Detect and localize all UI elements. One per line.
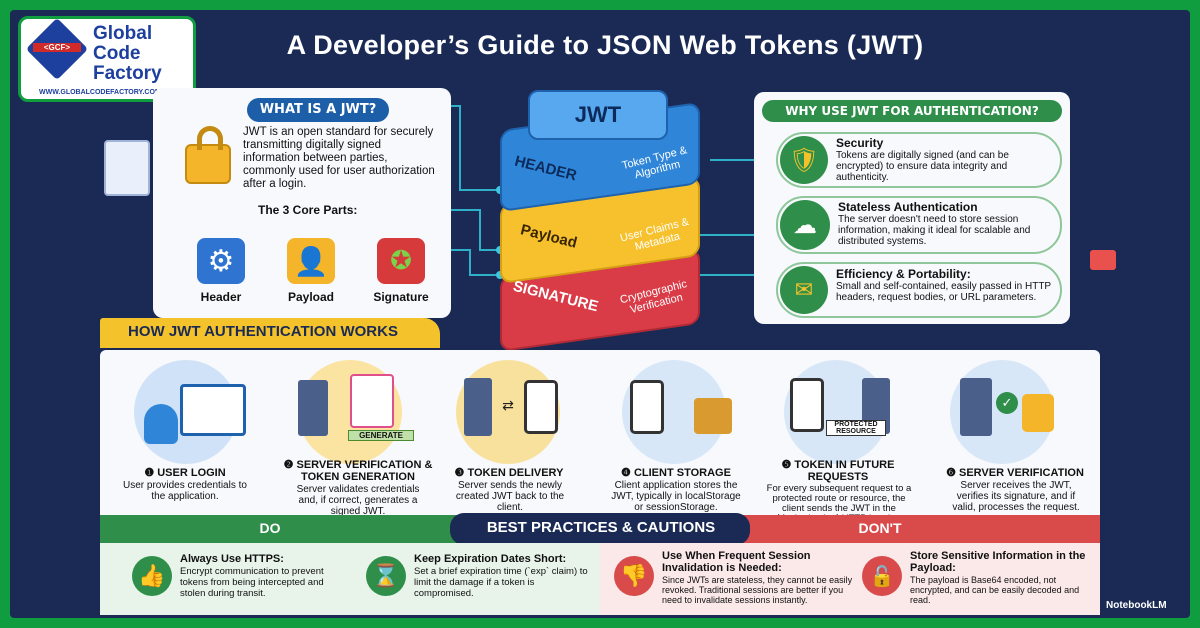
step2-text: Server validates credentials and, if cor… — [296, 484, 420, 517]
step3-text: Server sends the newly created JWT back … — [455, 480, 565, 513]
do-panel — [100, 543, 600, 615]
why-item-security — [776, 132, 1062, 188]
step1-text: User provides credentials to the applica… — [123, 480, 247, 502]
cloud-database-icon: ☁ — [780, 200, 830, 250]
brand-logo: <GCF> Global Code Factory WWW.GLOBALCODE… — [18, 16, 196, 102]
best-title-banner — [450, 513, 750, 545]
why-item-efficiency — [776, 262, 1062, 318]
core-parts-label: The 3 Core Parts: — [258, 203, 358, 217]
step6-title: ❻ SERVER VERIFICATION — [946, 467, 1084, 479]
how-title-banner — [100, 318, 440, 348]
step2-title: ❷ SERVER VERIFICATION & TOKEN GENERATION — [283, 459, 433, 483]
part-label-payload: Payload — [287, 290, 335, 304]
server-icon — [298, 380, 328, 436]
brand-line3: Factory — [93, 63, 162, 84]
payload-part-icon: 👤 — [287, 238, 335, 284]
why-efficiency-title: Efficiency & Portability: — [836, 267, 971, 281]
thumbs-up-icon: 👍 — [132, 556, 172, 596]
dont2-text: The payload is Base64 encoded, not encry… — [910, 575, 1080, 605]
part-label-signature: Signature — [373, 290, 429, 304]
dont-label: DON'T — [858, 520, 902, 536]
why-item-stateless — [776, 196, 1062, 254]
warning-chip-icon — [1090, 250, 1116, 270]
step4-title: ❹ CLIENT STORAGE — [621, 467, 731, 479]
header-part-icon: ⚙ — [197, 238, 245, 284]
hourglass-icon: ⌛ — [366, 556, 406, 596]
why-security-text: Tokens are digitally signed (and can be … — [836, 150, 1009, 183]
jwt-stack: JWT HEADER Token Type & Algorithm Payloa… — [498, 90, 708, 353]
tablet-icon-2 — [630, 380, 664, 434]
dont1-text: Since JWTs are stateless, they cannot be… — [662, 575, 853, 605]
step3-title: ❸ TOKEN DELIVERY — [454, 467, 564, 479]
stack-top-label: JWT — [574, 102, 622, 127]
tablet-icon-3 — [790, 378, 824, 432]
do2-title: Keep Expiration Dates Short: — [414, 553, 567, 565]
login-screen-icon — [180, 384, 246, 436]
document-icon — [104, 140, 150, 196]
infographic: <GCF> Global Code Factory WWW.GLOBALCODE… — [10, 10, 1190, 618]
lock-icon — [185, 144, 231, 184]
do1-text: Encrypt communication to prevent tokens … — [180, 566, 324, 599]
user-icon — [144, 404, 178, 444]
page-title: A Developer’s Guide to JSON Web Tokens (… — [286, 30, 924, 60]
brand-line1: Global — [93, 23, 153, 44]
step1-title: ❶ USER LOGIN — [144, 467, 226, 479]
why-efficiency-text: Small and self-contained, easily passed … — [836, 281, 1051, 303]
what-title: WHAT IS A JWT? — [247, 98, 389, 122]
what-is-jwt-panel: WHAT IS A JWT? JWT is an open standard f… — [153, 88, 451, 318]
tablet-icon — [524, 380, 558, 434]
dont2-title: Store Sensitive Information in the Paylo… — [910, 550, 1086, 574]
exchange-arrows-icon: ⇄ — [502, 398, 514, 414]
why-jwt-panel: WHY USE JWT FOR AUTHENTICATION? 🛡 Securi… — [754, 92, 1070, 324]
step5-title: ❺ TOKEN IN FUTURE REQUESTS — [781, 459, 895, 483]
how-title: HOW JWT AUTHENTICATION WORKS — [128, 323, 398, 340]
step4-text: Client application stores the JWT, typic… — [611, 480, 741, 513]
how-it-works-panel: GENERATE ⇄ PROTECTED RESOURCE ✓ ❶ USER L… — [100, 350, 1100, 524]
footer-label: NotebookLM — [1106, 600, 1167, 611]
thumbs-down-icon: 👎 — [614, 556, 654, 596]
dont-panel — [600, 543, 1100, 615]
generate-label: GENERATE — [348, 430, 414, 441]
brand-badge: <GCF> — [33, 43, 81, 52]
dont1-title: Use When Frequent Session Invalidation i… — [662, 550, 811, 574]
dont-bar — [710, 515, 1100, 543]
step6-text: Server receives the JWT, verifies its si… — [952, 480, 1080, 513]
why-stateless-title: Stateless Authentication — [838, 200, 978, 214]
do-label: DO — [259, 520, 281, 536]
why-stateless-text: The server doesn't need to store session… — [838, 214, 1031, 247]
brand-line2: Code — [93, 43, 141, 64]
shield-icon: 🛡 — [780, 136, 828, 184]
brand-url: WWW.GLOBALCODEFACTORY.COM — [39, 89, 161, 96]
why-security-title: Security — [836, 136, 884, 150]
unlocked-padlock-icon: 🔓 — [862, 556, 902, 596]
envelope-icon: ✉ — [780, 266, 828, 314]
what-text: JWT is an open standard for securely tra… — [243, 126, 435, 190]
do-bar — [100, 515, 500, 543]
do2-text: Set a brief expiration time (`exp` claim… — [414, 566, 588, 599]
server-icon-4 — [960, 378, 992, 436]
do1-title: Always Use HTTPS: — [180, 553, 284, 565]
part-label-header: Header — [200, 290, 242, 304]
lock-shackle-icon — [197, 126, 223, 150]
best-title: BEST PRACTICES & CAUTIONS — [486, 519, 716, 536]
storage-icon — [694, 398, 732, 434]
token-doc-icon — [350, 374, 394, 428]
why-title: WHY USE JWT FOR AUTHENTICATION? — [762, 100, 1062, 122]
padlock-icon — [1022, 394, 1054, 432]
checkmark-icon: ✓ — [996, 392, 1018, 414]
protected-resource-label: PROTECTED RESOURCE — [826, 420, 886, 436]
signature-part-icon: ✪ — [377, 238, 425, 284]
stack-top — [528, 90, 668, 140]
server-icon-2 — [464, 378, 492, 436]
